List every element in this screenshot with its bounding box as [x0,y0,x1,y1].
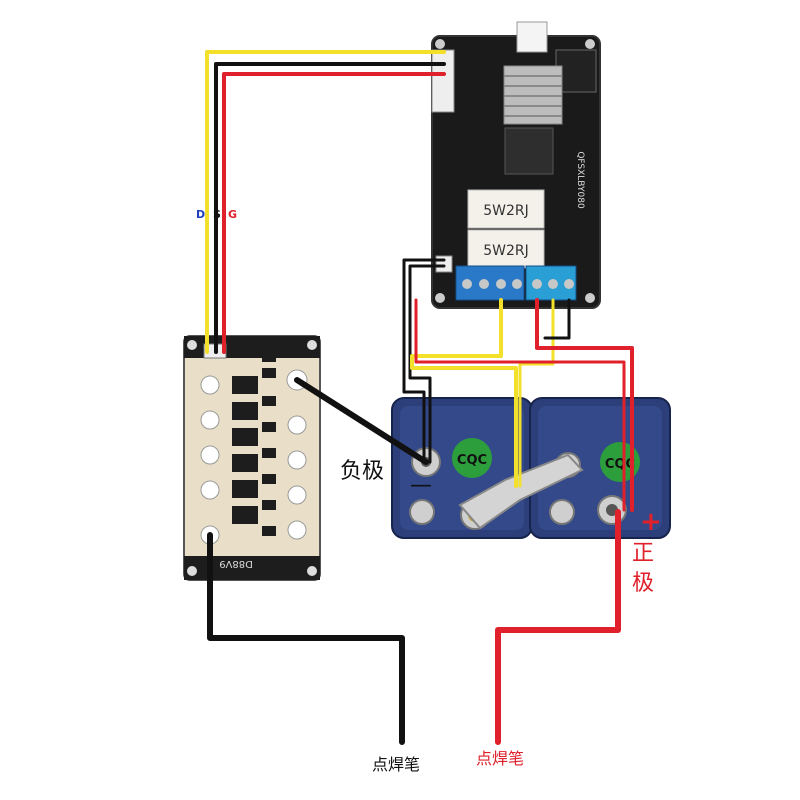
label-minus: — [410,473,432,498]
label-d: D [196,208,205,221]
label-positive-bottom: 极 [632,571,654,596]
bus-bar [458,453,584,530]
wire-black-pen [207,532,405,745]
resistor-1: 5W2RJ [467,189,545,229]
wire-black-term [543,298,571,340]
wire-red-pen [495,509,621,745]
label-negative: 负极 [340,459,384,484]
mosfet-board: D88V9 [183,335,321,581]
wire-black-sense-2 [408,264,446,464]
wire-black-mosfet-to-neg [294,377,429,465]
wires [205,50,634,745]
heatsink [503,65,563,125]
controller-board: 5W2RJ 5W2RJ QFSXLBY080 [431,21,601,309]
cap-left-brand: CQC [457,453,487,468]
controller-silk-text: QFSXLBY080 [575,151,585,209]
resistor-2: 5W2RJ [467,229,545,269]
wire-black-sense [402,258,446,464]
label-plus: + [640,507,662,537]
wire-red-pos [535,298,634,512]
mosfet-chips [232,352,276,536]
resistor-1-label: 5W2RJ [483,203,529,219]
wire-yellow-mid [410,298,518,488]
capacitor-left: CQC [391,397,533,539]
labels: D S G 负极 — + 正 极 点焊笔 点焊笔 [196,208,662,774]
resistor-2-label: 5W2RJ [483,243,529,259]
wire-red-g [222,72,446,354]
label-s: S [213,208,221,221]
terminal-block [455,265,577,301]
label-positive-top: 正 [632,541,654,566]
cap-right-brand: CQC [605,457,635,472]
board-silk-text: D88V9 [219,558,253,569]
label-g: G [228,208,237,221]
wire-yellow-d [205,50,446,354]
label-pen-red: 点焊笔 [476,749,524,768]
wire-red-pos-2 [414,298,626,512]
label-pen-black: 点焊笔 [372,755,420,774]
wire-black-s [214,62,446,354]
wire-yellow-mid-2 [518,298,555,488]
